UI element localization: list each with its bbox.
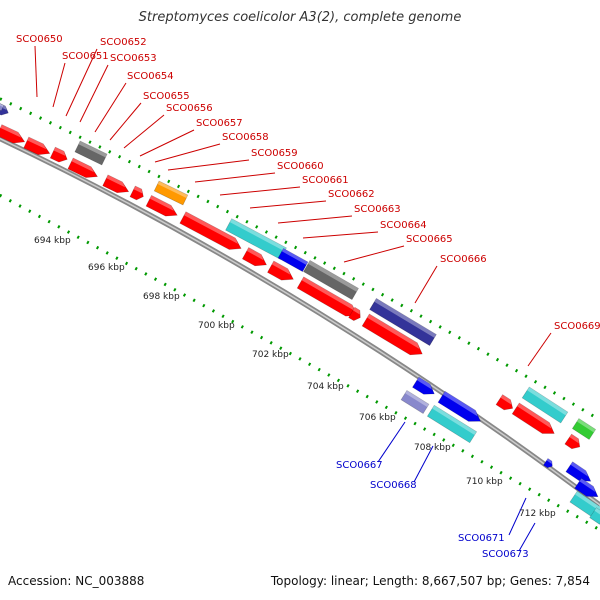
- tick-labels: 694 kbp 696 kbp 698 kbp 700 kbp 702 kbp 704 k…: [34, 236, 556, 519]
- outer-tick-track: [0, 97, 600, 422]
- gene-arrow-14[interactable]: [303, 259, 359, 301]
- gene-arrow-28[interactable]: [571, 418, 597, 440]
- gene-arrow-22[interactable]: [400, 390, 430, 414]
- tick-label: 710 kbp: [466, 477, 503, 487]
- gene-label-forward[interactable]: SCO0663: [354, 204, 401, 215]
- gene-arrow-23[interactable]: [437, 390, 484, 426]
- gene-arrow-21[interactable]: [412, 376, 437, 399]
- tick-label: 706 kbp: [359, 413, 396, 423]
- gene-label-forward[interactable]: SCO0662: [328, 189, 375, 200]
- gene-arrow-1[interactable]: [0, 100, 5, 112]
- tick-label: 702 kbp: [252, 350, 289, 360]
- gene-label-forward[interactable]: SCO0653: [110, 53, 157, 64]
- gene-arrow-3[interactable]: [23, 136, 53, 159]
- label-leader-line: [109, 102, 142, 141]
- gene-arrow-2[interactable]: [0, 124, 27, 148]
- label-leader-line: [139, 129, 195, 157]
- tick-label: 708 kbp: [414, 443, 451, 453]
- gene-arrow-27[interactable]: [511, 402, 558, 439]
- tick-label: 698 kbp: [143, 292, 180, 302]
- gene-arrow-29[interactable]: [564, 433, 583, 452]
- label-leader-line: [414, 265, 438, 304]
- gene-arrow-20[interactable]: [361, 313, 426, 360]
- gene-label-forward[interactable]: SCO0650: [16, 34, 63, 45]
- label-leader-line: [94, 82, 127, 133]
- gene-arrow-5[interactable]: [67, 157, 100, 182]
- gene-label-forward[interactable]: SCO0656: [166, 103, 213, 114]
- label-leader-line: [518, 522, 536, 552]
- label-leader-line: [413, 445, 434, 483]
- gene-arrow-11[interactable]: [179, 211, 244, 254]
- gene-arrow-30[interactable]: [543, 458, 554, 469]
- gene-arrow-10[interactable]: [145, 194, 180, 220]
- label-leader-line: [249, 200, 327, 209]
- label-leader-line: [123, 114, 165, 149]
- gene-arrow-12[interactable]: [225, 218, 287, 260]
- tick-label: 712 kbp: [519, 509, 556, 519]
- label-leader-line: [154, 143, 221, 163]
- gene-arrow-8[interactable]: [74, 140, 108, 166]
- tick-label: 704 kbp: [307, 382, 344, 392]
- gene-label-forward[interactable]: SCO0665: [406, 234, 453, 245]
- gene-label-forward[interactable]: SCO0664: [380, 220, 427, 231]
- gene-label-forward[interactable]: SCO0654: [127, 71, 174, 82]
- gene-label-reverse[interactable]: SCO0673: [482, 549, 529, 560]
- gene-label-forward[interactable]: SCO0669: [554, 321, 600, 332]
- gene-arrow-4[interactable]: [49, 146, 70, 165]
- gene-label-forward[interactable]: SCO0651: [62, 51, 109, 62]
- inner-tick-track: [0, 193, 600, 532]
- gene-arrow-9[interactable]: [153, 180, 189, 206]
- gene-arrow-16[interactable]: [267, 260, 296, 285]
- tick-label: 700 kbp: [198, 321, 235, 331]
- genome-summary-text: Topology: linear; Length: 8,667,507 bp; …: [270, 574, 590, 588]
- gene-arrow-18[interactable]: [348, 306, 364, 322]
- gene-label-forward[interactable]: SCO0657: [196, 118, 243, 129]
- accession-text: Accession: NC_003888: [8, 574, 145, 588]
- gene-label-forward[interactable]: SCO0658: [222, 132, 269, 143]
- gene-label-forward[interactable]: SCO0661: [302, 175, 349, 186]
- gene-arrow-25[interactable]: [495, 394, 516, 414]
- label-leader-line: [302, 231, 379, 239]
- label-leader-line: [277, 215, 353, 224]
- gene-label-forward[interactable]: SCO0655: [143, 91, 190, 102]
- label-leader-line: [219, 186, 301, 196]
- label-leader-line: [79, 64, 109, 123]
- gene-label-forward[interactable]: SCO0652: [100, 37, 147, 48]
- label-leader-line: [508, 497, 527, 536]
- gene-arrow-7[interactable]: [129, 185, 146, 202]
- gene-arrow-32[interactable]: [574, 477, 600, 501]
- gene-label-reverse[interactable]: SCO0668: [370, 480, 417, 491]
- label-leader-line: [343, 245, 405, 263]
- label-leader-line: [377, 421, 406, 463]
- label-leader-line: [167, 159, 250, 171]
- gene-label-forward[interactable]: SCO0660: [277, 161, 324, 172]
- gene-arrow-19[interactable]: [369, 297, 437, 347]
- gene-arrow-24[interactable]: [426, 404, 478, 444]
- label-leader-line: [194, 172, 276, 183]
- tick-label: 694 kbp: [34, 236, 71, 246]
- gene-features: [0, 100, 600, 525]
- gene-arrow-15[interactable]: [241, 247, 269, 270]
- label-leader-line: [527, 332, 552, 367]
- backbone-line-light: [0, 137, 600, 506]
- gene-arrow-13[interactable]: [277, 247, 309, 273]
- gene-label-forward[interactable]: SCO0666: [440, 254, 487, 265]
- label-leader-line: [52, 62, 66, 108]
- label-leaders: [34, 45, 552, 552]
- gene-arrow-6[interactable]: [102, 174, 132, 197]
- gene-arrow-26[interactable]: [521, 386, 569, 424]
- label-leader-line: [34, 45, 38, 98]
- gene-label-reverse[interactable]: SCO0667: [336, 460, 383, 471]
- label-leader-line: [65, 48, 98, 117]
- backbone-line: [0, 135, 600, 508]
- map-title: Streptomyces coelicolor A3(2), complete …: [138, 10, 462, 25]
- gene-label-forward[interactable]: SCO0659: [251, 148, 298, 159]
- tick-label: 696 kbp: [88, 263, 125, 273]
- gene-label-reverse[interactable]: SCO0671: [458, 533, 505, 544]
